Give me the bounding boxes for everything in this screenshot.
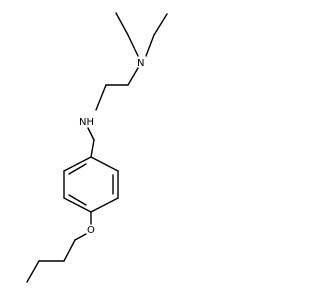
- bond-butyl-c1-c2: [63, 239, 76, 262]
- ring-bond-6: [63, 156, 92, 172]
- ring-bond-3: [90, 197, 119, 213]
- ring-bond-1: [90, 156, 119, 172]
- bond-nh-benzyl-ch2: [87, 127, 95, 141]
- benzene-ring: [63, 156, 119, 213]
- bond-benzyl-ch2-ring: [90, 139, 95, 158]
- bond-ch2-nh: [95, 84, 107, 111]
- bond-ethyl1-ch2-n: [127, 34, 139, 57]
- atom-label-ether-o: O: [87, 225, 95, 236]
- bond-o-butyl-c1: [74, 233, 87, 241]
- chemical-structure: N NH O: [26, 12, 168, 283]
- bond-n-ch2: [127, 67, 139, 86]
- bond-ethyl1-ch3-ch2: [115, 12, 129, 36]
- atom-label-secondary-nh: NH: [79, 117, 94, 128]
- bond-ethyl2-ch3-ch2: [153, 13, 168, 36]
- bond-ethyl2-ch2-n: [145, 34, 155, 57]
- ring-double-bond-3: [68, 163, 87, 175]
- structure-canvas: N NH O: [26, 12, 168, 283]
- ring-bond-4: [63, 197, 92, 213]
- bond-butyl-c3-c4: [26, 260, 40, 283]
- ring-double-bond-2: [68, 194, 87, 206]
- atom-label-tertiary-n: N: [137, 58, 144, 69]
